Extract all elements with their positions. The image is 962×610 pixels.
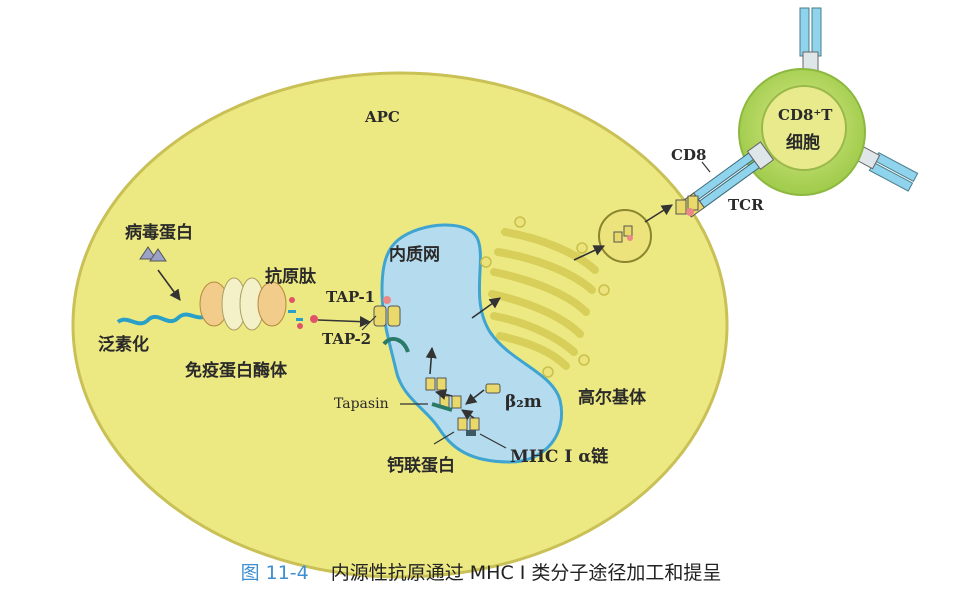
figure-title: 内源性抗原通过 MHC Ⅰ 类分子途径加工和提呈 — [330, 562, 722, 584]
viral-protein-icon — [139, 246, 167, 262]
mhc-assembly — [425, 377, 501, 436]
figure-caption: 图 11-4 内源性抗原通过 MHC Ⅰ 类分子途径加工和提呈 — [0, 558, 962, 585]
tap1-label: TAP-1 — [326, 288, 376, 306]
pathway-arrows — [157, 204, 673, 421]
calnexin-label: 钙联蛋白 — [387, 456, 455, 476]
endoplasmic-reticulum — [380, 223, 563, 464]
ubiquitin-chain — [116, 312, 210, 326]
proteasome-label: 免疫蛋白酶体 — [185, 361, 287, 381]
ubiquitination-label: 泛素化 — [98, 335, 149, 355]
b2m-label: β₂m — [505, 392, 542, 412]
antigen-peptide-label: 抗原肽 — [265, 267, 316, 287]
pointer-lines — [361, 161, 711, 449]
tcr-label: TCR — [728, 196, 764, 214]
tap-transporter — [373, 296, 410, 353]
immunoproteasome — [199, 277, 287, 331]
tcell-label-line1: CD8⁺T — [778, 106, 833, 124]
cd8-tcr-complex — [675, 141, 775, 218]
mhc-alpha-label: MHC Ⅰ α链 — [510, 447, 609, 467]
er-label: 内质网 — [389, 245, 440, 265]
cd8-label: CD8 — [671, 146, 707, 164]
tapasin-label: Tapasin — [334, 396, 389, 412]
apc-label: APC — [365, 108, 400, 126]
golgi-apparatus — [488, 228, 599, 370]
viral-protein-label: 病毒蛋白 — [125, 223, 193, 243]
tcell-label-line2: 细胞 — [786, 133, 820, 153]
figure-number: 图 11-4 — [240, 562, 309, 584]
tap2-label: TAP-2 — [322, 330, 372, 348]
golgi-label: 高尔基体 — [578, 388, 646, 408]
vesicle-mhc-icon — [613, 225, 633, 243]
cd8-t-cell — [738, 7, 919, 196]
peptide-fragments — [288, 297, 318, 329]
